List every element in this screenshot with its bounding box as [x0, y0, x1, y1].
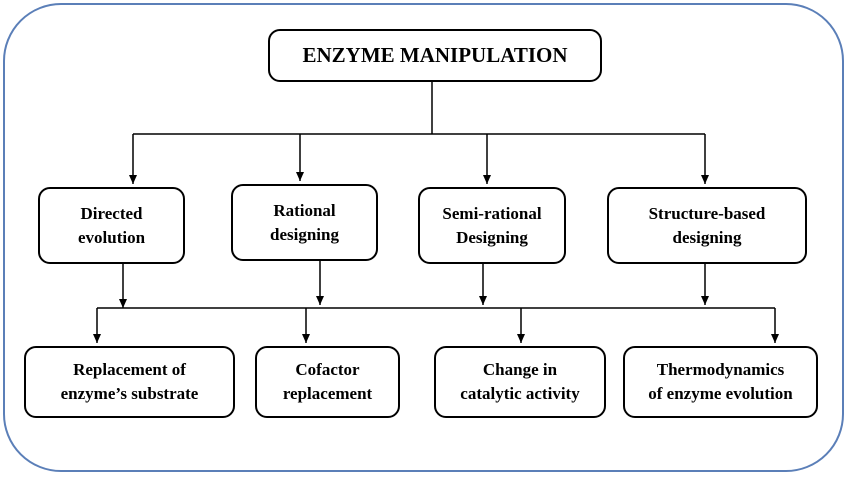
outcome-box-catalytic-activity: Change in catalytic activity [434, 346, 606, 418]
method-label: Semi-rational Designing [442, 203, 542, 247]
title-box: ENZYME MANIPULATION [268, 29, 602, 82]
outcome-label: Thermodynamics of enzyme evolution [648, 360, 793, 403]
method-label: Rational designing [270, 200, 339, 244]
outcome-box-cofactor-replacement: Cofactor replacement [255, 346, 400, 418]
method-box-rational-designing: Rational designing [231, 184, 378, 261]
outcome-label: Replacement of enzyme’s substrate [60, 360, 199, 403]
outcome-label: Cofactor replacement [282, 360, 373, 403]
method-label: Directed evolution [77, 203, 146, 247]
outcome-box-thermodynamics: Thermodynamics of enzyme evolution [623, 346, 818, 418]
method-box-directed-evolution: Directed evolution [38, 187, 185, 264]
title-label: ENZYME MANIPULATION [302, 42, 568, 67]
method-label: Structure-based designing [648, 203, 766, 247]
outcome-label: Change in catalytic activity [460, 360, 580, 403]
method-box-structure-based-designing: Structure-based designing [607, 187, 807, 264]
outcome-box-substrate-replacement: Replacement of enzyme’s substrate [24, 346, 235, 418]
method-box-semi-rational-designing: Semi-rational Designing [418, 187, 566, 264]
